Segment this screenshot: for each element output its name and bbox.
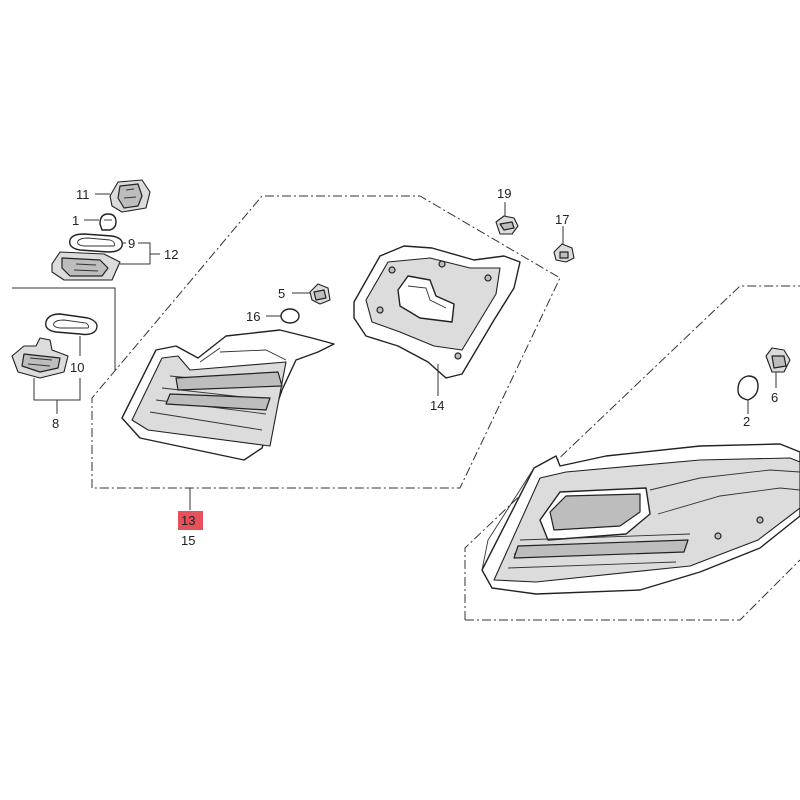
outer-lamp-group-outline-bottom — [465, 559, 800, 621]
callout-8: 8 — [52, 416, 59, 431]
bulb-socket-icon — [765, 347, 791, 373]
callout-13: 13 — [181, 513, 195, 528]
callout-19: 19 — [497, 186, 511, 201]
bulb-icon — [737, 375, 759, 401]
bulb-socket-icon — [109, 179, 151, 213]
callout-6: 6 — [771, 390, 778, 405]
callout-2: 2 — [743, 414, 750, 429]
tail-lamp-icon — [121, 329, 335, 461]
callout-5: 5 — [278, 286, 285, 301]
tail-lamp-icon — [481, 443, 800, 595]
bulb-holder-icon — [51, 251, 121, 281]
callout-17: 17 — [555, 212, 569, 227]
callout-15: 15 — [181, 533, 195, 548]
bulb-icon — [99, 213, 117, 231]
callout-10: 10 — [70, 360, 84, 375]
gasket-icon — [45, 313, 98, 336]
gasket-icon — [69, 233, 123, 253]
callout-16: 16 — [246, 309, 260, 324]
callout-12: 12 — [164, 247, 178, 262]
callout-9: 9 — [128, 236, 135, 251]
inner-lamp-group-outline — [91, 195, 561, 489]
left-group-bracket — [12, 287, 116, 370]
callout-11: 11 — [76, 187, 90, 202]
bulb-icon — [309, 283, 331, 305]
outer-lamp-group-outline — [464, 285, 800, 620]
gasket-icon — [280, 308, 300, 324]
callout-1: 1 — [72, 213, 79, 228]
callout-14: 14 — [430, 398, 444, 413]
bracket-icon — [353, 245, 521, 379]
callout-highlight — [178, 511, 203, 530]
nut-icon — [495, 215, 519, 235]
clip-icon — [553, 243, 575, 263]
bulb-socket-icon — [11, 337, 69, 379]
